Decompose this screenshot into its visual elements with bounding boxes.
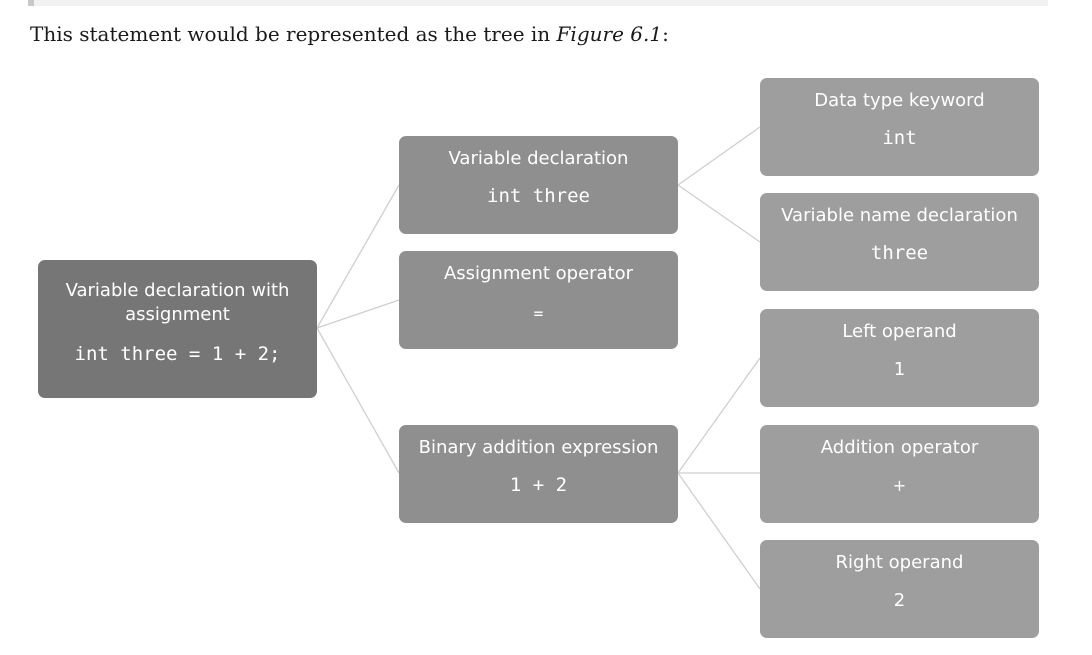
intro-text: This statement would be represented as t…	[30, 22, 557, 46]
edge-binary-left	[677, 357, 761, 474]
node-variable-name-label: Variable name declaration	[781, 205, 1018, 226]
intro-paragraph: This statement would be represented as t…	[30, 22, 669, 46]
node-binary-addition: Binary addition expression 1 + 2	[399, 425, 678, 523]
node-data-type-keyword: Data type keyword int	[760, 78, 1039, 176]
intro-text-end: :	[662, 22, 669, 46]
node-data-type-keyword-label: Data type keyword	[814, 90, 985, 111]
node-right-operand-value: 2	[893, 590, 906, 611]
node-root-code: int three = 1 + 2;	[74, 343, 281, 365]
edge-root-assign	[316, 299, 400, 329]
node-binary-addition-label: Binary addition expression	[418, 437, 659, 458]
node-data-type-keyword-code: int	[882, 127, 917, 149]
node-addition-operator: Addition operator +	[760, 425, 1039, 523]
node-addition-operator-label: Addition operator	[820, 437, 979, 458]
node-left-operand: Left operand 1	[760, 309, 1039, 407]
node-assignment-operator-code: =	[533, 304, 544, 323]
quote-bar-accent	[28, 0, 34, 6]
node-addition-operator-value: +	[892, 476, 907, 495]
node-variable-declaration-label: Variable declaration	[448, 148, 629, 169]
node-variable-declaration: Variable declaration int three	[399, 136, 678, 234]
edge-root-var-decl	[316, 184, 400, 329]
node-root: Variable declaration with assignment int…	[38, 260, 317, 398]
node-variable-declaration-code: int three	[487, 185, 590, 207]
node-root-label: Variable declaration with assignment	[65, 280, 290, 325]
edge-vardecl-varname	[677, 184, 761, 243]
edge-root-binary	[316, 327, 400, 474]
node-left-operand-value: 1	[893, 359, 906, 380]
node-right-operand: Right operand 2	[760, 540, 1039, 638]
node-right-operand-label: Right operand	[835, 552, 964, 573]
node-variable-name-code: three	[870, 242, 929, 264]
edge-vardecl-datatype	[677, 126, 761, 186]
figure-reference: Figure 6.1	[556, 22, 663, 46]
node-left-operand-label: Left operand	[842, 321, 957, 342]
node-binary-addition-code: 1 + 2	[509, 474, 568, 496]
node-assignment-operator-label: Assignment operator	[443, 263, 634, 284]
edge-binary-right	[677, 472, 761, 590]
node-variable-name: Variable name declaration three	[760, 193, 1039, 291]
quote-bar	[28, 0, 1048, 6]
node-assignment-operator: Assignment operator =	[399, 251, 678, 349]
